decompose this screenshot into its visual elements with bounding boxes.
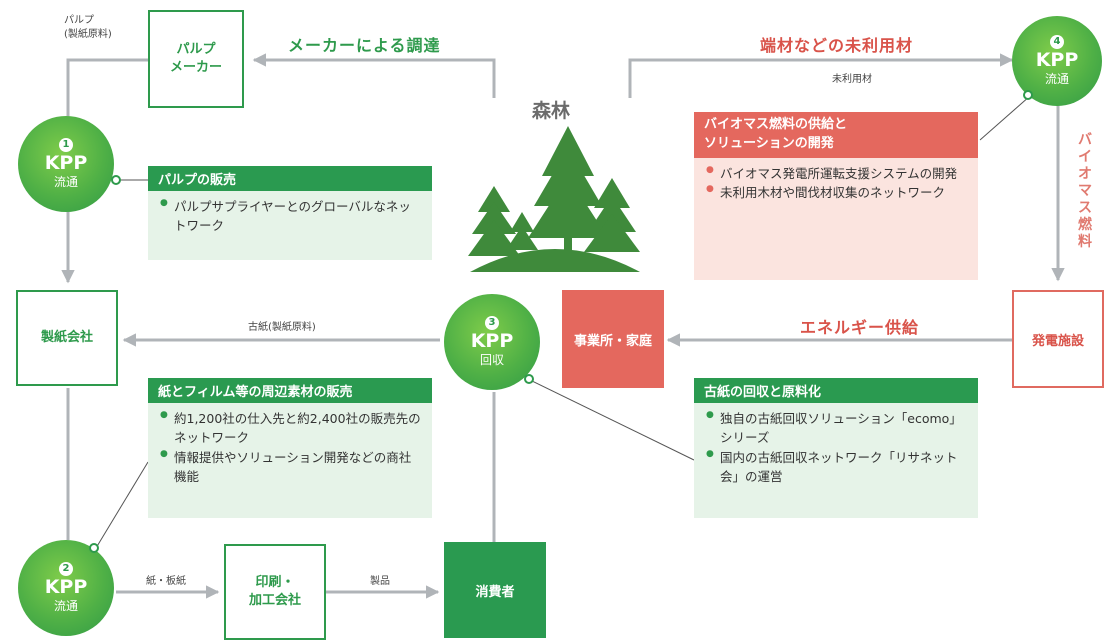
pulp-material-label: パルプ (製紙原料)	[64, 15, 112, 40]
kpp-node-name: KPP	[470, 330, 514, 352]
paper-company-box: 製紙会社	[16, 290, 118, 386]
kpp-node-role: 流通	[53, 599, 78, 613]
info-title: バイオマス燃料の供給と ソリューションの開発	[694, 112, 978, 158]
biomass-fuel-label: バイオマス燃料	[1078, 132, 1092, 250]
kpp-node-role: 回収	[479, 353, 504, 367]
forest-illustration	[468, 126, 640, 272]
kpp-node-number: 2	[59, 562, 73, 576]
kpp-node-1: 1 KPP 流通	[18, 116, 114, 212]
kpp-node-name: KPP	[1035, 49, 1079, 71]
kpp-node-role: 流通	[53, 175, 78, 189]
energy-supply-label: エネルギー供給	[800, 318, 920, 337]
kpp-node-name: KPP	[44, 576, 88, 598]
pulp-sales-info: パルプの販売 パルプサプライヤーとのグローバルなネットワーク	[148, 166, 432, 260]
info-title: パルプの販売	[148, 166, 432, 191]
biomass-info: バイオマス燃料の供給と ソリューションの開発 バイオマス発電所運転支援システムの…	[694, 112, 978, 280]
kpp-node-3: 3 KPP 回収	[444, 294, 540, 390]
info-item: 独自の古紙回収ソリューション「ecomo」シリーズ	[706, 409, 968, 448]
unused-wood-label: 未利用材	[832, 74, 872, 85]
info-item: バイオマス発電所運転支援システムの開発	[706, 164, 968, 183]
kpp-node-number: 1	[59, 138, 73, 152]
recovered-paper-flow-label: 古紙(製紙原料)	[248, 322, 316, 333]
maker-procurement-label: メーカーによる調達	[288, 36, 441, 55]
info-item: 情報提供やソリューション開発などの商社機能	[160, 448, 422, 487]
forest-title: 森林	[532, 100, 571, 122]
kpp-node-role: 流通	[1044, 72, 1069, 86]
paper-board-label: 紙・板紙	[146, 576, 186, 587]
kpp-node-2: 2 KPP 流通	[18, 540, 114, 636]
pulp-maker-box: パルプ メーカー	[148, 10, 244, 108]
paper-film-sales-info: 紙とフィルム等の周辺素材の販売 約1,200社の仕入先と約2,400社の販売先の…	[148, 378, 432, 518]
consumer-box: 消費者	[444, 542, 546, 638]
printing-company-box: 印刷・ 加工会社	[224, 544, 326, 640]
power-plant-box: 発電施設	[1012, 290, 1104, 388]
kpp-1-connector-dot	[111, 175, 121, 185]
info-item: 国内の古紙回収ネットワーク「リサネット会」の運営	[706, 448, 968, 487]
kpp-node-number: 4	[1050, 35, 1064, 49]
info-title: 古紙の回収と原料化	[694, 378, 978, 403]
info-item: 約1,200社の仕入先と約2,400社の販売先のネットワーク	[160, 409, 422, 448]
kpp-node-number: 3	[485, 316, 499, 330]
info-title: 紙とフィルム等の周辺素材の販売	[148, 378, 432, 403]
office-home-box: 事業所・家庭	[562, 290, 664, 388]
info-item: パルプサプライヤーとのグローバルなネットワーク	[160, 197, 422, 236]
info-item: 未利用木材や間伐材収集のネットワーク	[706, 183, 968, 202]
kpp-4-connector-dot	[1023, 90, 1033, 100]
recovered-paper-info: 古紙の回収と原料化 独自の古紙回収ソリューション「ecomo」シリーズ 国内の古…	[694, 378, 978, 518]
products-label: 製品	[370, 576, 390, 587]
kpp-node-name: KPP	[44, 152, 88, 174]
kpp-2-connector-dot	[89, 543, 99, 553]
unused-materials-label: 端材などの未利用材	[760, 36, 914, 55]
kpp-3-connector-dot	[524, 374, 534, 384]
